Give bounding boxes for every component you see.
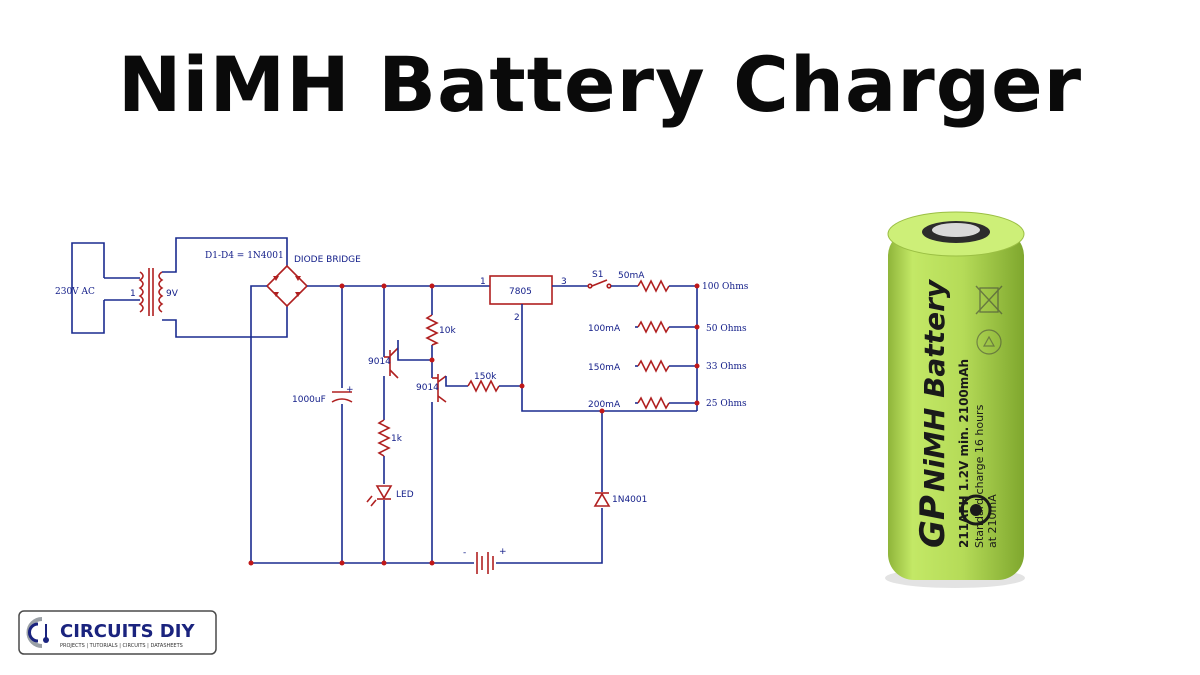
diode-bridge bbox=[265, 264, 309, 308]
resistor-150k bbox=[467, 379, 500, 393]
q1-label: 9014 bbox=[368, 357, 391, 367]
q1-collector-wire bbox=[397, 340, 432, 361]
row-ohms-3: 33 Ohms bbox=[706, 362, 747, 372]
secondary-wire bbox=[162, 237, 288, 338]
logo-cd-icon bbox=[26, 617, 49, 648]
ac-source-label: 230V AC bbox=[55, 287, 95, 297]
ac-input-wire bbox=[71, 242, 105, 334]
transistor-q1 bbox=[384, 347, 399, 379]
led bbox=[366, 485, 393, 507]
row-current-1: 50mA bbox=[618, 271, 645, 281]
logo-name: CIRCUITS DIY bbox=[60, 621, 195, 642]
row-ohms-4: 25 Ohms bbox=[706, 399, 747, 409]
reg-pin2: 2 bbox=[514, 313, 520, 323]
circuits-diy-logo: CIRCUITS DIY PROJECTS | TUTORIALS | CIRC… bbox=[18, 610, 217, 655]
reg-pin1: 1 bbox=[480, 277, 486, 287]
page-title: NiMH Battery Charger bbox=[117, 40, 1083, 129]
recycle-icon bbox=[976, 329, 1002, 355]
gp-circle-icon bbox=[960, 494, 992, 526]
reg-pin3: 3 bbox=[561, 277, 567, 287]
switch-label: S1 bbox=[592, 270, 603, 280]
ground-rail bbox=[251, 508, 603, 564]
transformer-secondary-label: 9V bbox=[166, 289, 179, 299]
row-current-4: 200mA bbox=[588, 400, 621, 410]
bridge-negative-wire bbox=[250, 285, 267, 563]
battery-minus: - bbox=[463, 548, 466, 558]
battery-symbol bbox=[476, 552, 494, 574]
led-label: LED bbox=[396, 490, 414, 500]
circuit-schematic: 230V AC 1 9V D1-D4 = 1N4001 DIODE BRIDGE… bbox=[55, 237, 749, 574]
resistor-1k-label: 1k bbox=[391, 434, 403, 444]
resistor-10k-label: 10k bbox=[439, 326, 456, 336]
row-current-2: 100mA bbox=[588, 324, 621, 334]
battery-brand: GP bbox=[913, 495, 953, 548]
transistor-q2 bbox=[432, 374, 447, 403]
battery-photo: GP NiMH Battery 211AFH 1.2V min. 2100mAh… bbox=[885, 211, 1025, 588]
transformer bbox=[132, 268, 164, 316]
transformer-primary-label: 1 bbox=[130, 289, 136, 299]
resistor-1k bbox=[377, 419, 391, 457]
row-ohms-2: 50 Ohms bbox=[706, 324, 747, 334]
capacitor-label: 1000uF bbox=[292, 395, 326, 405]
capacitor-1000uf bbox=[331, 286, 353, 563]
battery-body bbox=[888, 230, 1024, 580]
resistor-ladder bbox=[635, 279, 698, 411]
capacitor-plus: + bbox=[346, 385, 354, 395]
battery-plus: + bbox=[499, 547, 507, 557]
regulator-label: 7805 bbox=[509, 287, 532, 297]
bin-icon bbox=[975, 285, 1003, 315]
diode-bridge-label: DIODE BRIDGE bbox=[294, 255, 361, 265]
diode-spec-label: D1-D4 = 1N4001 bbox=[205, 251, 284, 261]
resistor-10k bbox=[425, 314, 439, 346]
resistor-150k-label: 150k bbox=[474, 372, 497, 382]
battery-name: NiMH Battery bbox=[918, 278, 951, 492]
junction-dots bbox=[248, 283, 700, 566]
ac-primary-wire bbox=[104, 277, 132, 301]
switch-s1 bbox=[587, 279, 612, 289]
logo-tagline: PROJECTS | TUTORIALS | CIRCUITS | DATASH… bbox=[60, 643, 183, 649]
battery-terminal-cap bbox=[932, 223, 980, 237]
reg-ground-wire bbox=[521, 304, 697, 412]
row-ohms-1: 100 Ohms bbox=[702, 282, 749, 292]
q2-label: 9014 bbox=[416, 383, 439, 393]
battery-spec-2: Standard charge 16 hours bbox=[973, 404, 986, 548]
q2-wire bbox=[431, 376, 468, 563]
diode-out-label: 1N4001 bbox=[612, 495, 647, 505]
regulator-7805 bbox=[489, 275, 553, 305]
diode-1n4001 bbox=[593, 492, 611, 507]
row-current-3: 150mA bbox=[588, 363, 621, 373]
